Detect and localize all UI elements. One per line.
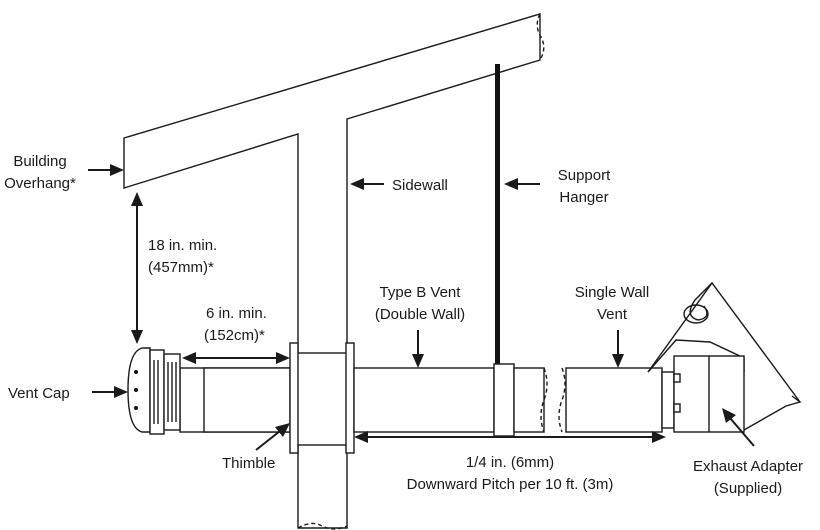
clearance-18-arrow: [131, 192, 143, 344]
building-overhang-arrow: [88, 164, 124, 176]
pitch-label-line2: Downward Pitch per 10 ft. (3m): [407, 476, 614, 493]
pipe-break-left: [540, 367, 548, 433]
pipe-coupling: [493, 363, 515, 437]
support-hanger-arrow: [504, 178, 540, 190]
building-overhang: [123, 13, 541, 529]
pitch-arrow: [354, 431, 666, 443]
type-b-vent-pipe: [353, 367, 495, 433]
clearance-6-label-line1: 6 in. min.: [206, 305, 267, 322]
single-wall-vent-label-line2: Vent: [597, 306, 628, 323]
exhaust-adapter-arrow: [722, 408, 755, 447]
vent-cap-arrow: [92, 386, 128, 398]
sidewall-arrow: [350, 178, 384, 190]
type-b-vent-label-line2: (Double Wall): [375, 306, 465, 323]
vent-cap: [127, 347, 181, 435]
clearance-6-label-line2: (152cm)*: [204, 327, 265, 344]
type-b-vent-label-line1: Type B Vent: [380, 284, 462, 301]
pipe-segment: [513, 367, 545, 433]
building-overhang-label-line2: Overhang*: [4, 175, 76, 192]
vent-pipe-inner: [203, 367, 291, 433]
sidewall-label: Sidewall: [392, 177, 448, 194]
clearance-18-label-line1: 18 in. min.: [148, 237, 217, 254]
type-b-vent-arrow: [412, 330, 424, 368]
thimble-plate-right: [345, 342, 355, 454]
vent-cap-label: Vent Cap: [8, 385, 70, 402]
clearance-18-label-line2: (457mm)*: [148, 259, 214, 276]
single-wall-vent-pipe: [565, 367, 663, 433]
wall-break-mark: [297, 522, 348, 530]
thimble-body: [295, 352, 349, 446]
single-wall-vent-label-line1: Single Wall: [575, 284, 649, 301]
exhaust-adapter-label-line1: Exhaust Adapter: [693, 458, 803, 475]
pitch-label-line1: 1/4 in. (6mm): [466, 454, 554, 471]
clearance-6-arrow: [182, 352, 290, 364]
pipe-break-right: [558, 367, 566, 433]
adapter-collar: [661, 371, 675, 429]
support-hanger-label-line1: Support: [558, 167, 611, 184]
support-hanger-rod: [495, 64, 500, 370]
thimble-arrow: [255, 423, 290, 451]
single-wall-vent-arrow: [612, 330, 624, 368]
exhaust-adapter-label-line2: (Supplied): [714, 480, 782, 497]
roof-break-mark: [536, 13, 545, 61]
thimble-plate-left: [289, 342, 299, 454]
building-overhang-label-line1: Building: [13, 153, 66, 170]
support-hanger-label-line2: Hanger: [559, 189, 608, 206]
thimble-label: Thimble: [222, 455, 275, 472]
